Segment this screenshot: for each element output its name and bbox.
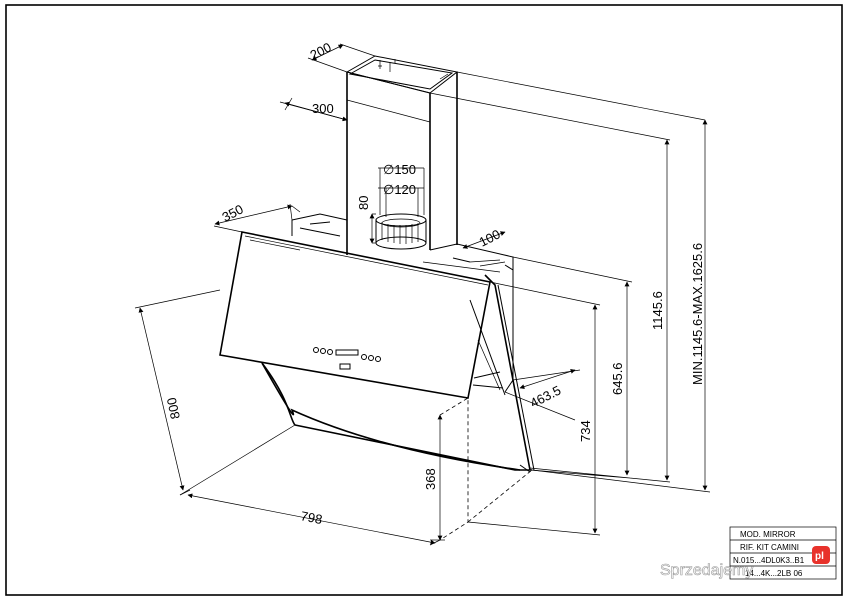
dim-300: 300 [312, 101, 334, 116]
dim-100: 100 [477, 226, 503, 249]
watermark-badge [812, 546, 830, 564]
diameter-symbol: ∅ [383, 182, 394, 197]
curved-lower-body [261, 362, 532, 473]
title-row-number: 14...4K...2LB 06 [745, 569, 803, 578]
dim-minmax: MIN.1145.6-MAX.1625.6 [690, 243, 705, 385]
dim-645-6: 645.6 [610, 362, 625, 395]
dashed-envelope [439, 397, 533, 541]
dim-368: 368 [423, 468, 438, 490]
title-row-code: N.015...4DL0K3..B1 [733, 556, 805, 565]
drawing-border [5, 4, 843, 596]
dimension-lines [134, 43, 711, 546]
title-row-model: MOD. MIRROR [740, 530, 796, 539]
dim-350: 350 [220, 201, 246, 224]
title-row-kit: RIF. KIT CAMINI [740, 543, 799, 552]
side-supports [469, 264, 535, 471]
watermark-text: Sprzedajemy [660, 562, 753, 579]
watermark-badge-text: pl [815, 551, 824, 562]
motor-box [291, 213, 514, 273]
dim-diameter-150: ∅150 [383, 162, 416, 177]
dim-798: 798 [299, 508, 323, 527]
diameter-symbol: ∅ [383, 162, 394, 177]
chimney [345, 55, 459, 255]
dim-diameter-120: ∅120 [383, 182, 416, 197]
dim-800: 800 [164, 396, 183, 420]
glass-panel [219, 231, 491, 399]
dim-734: 734 [578, 420, 593, 442]
control-buttons [313, 347, 381, 370]
dim-463-5: 463.5 [528, 383, 564, 411]
dim-80: 80 [356, 196, 371, 210]
watermark: Sprzedajemy pl [660, 546, 830, 579]
outlet-spigot [375, 213, 427, 250]
dim-1145-6: 1145.6 [650, 291, 665, 330]
